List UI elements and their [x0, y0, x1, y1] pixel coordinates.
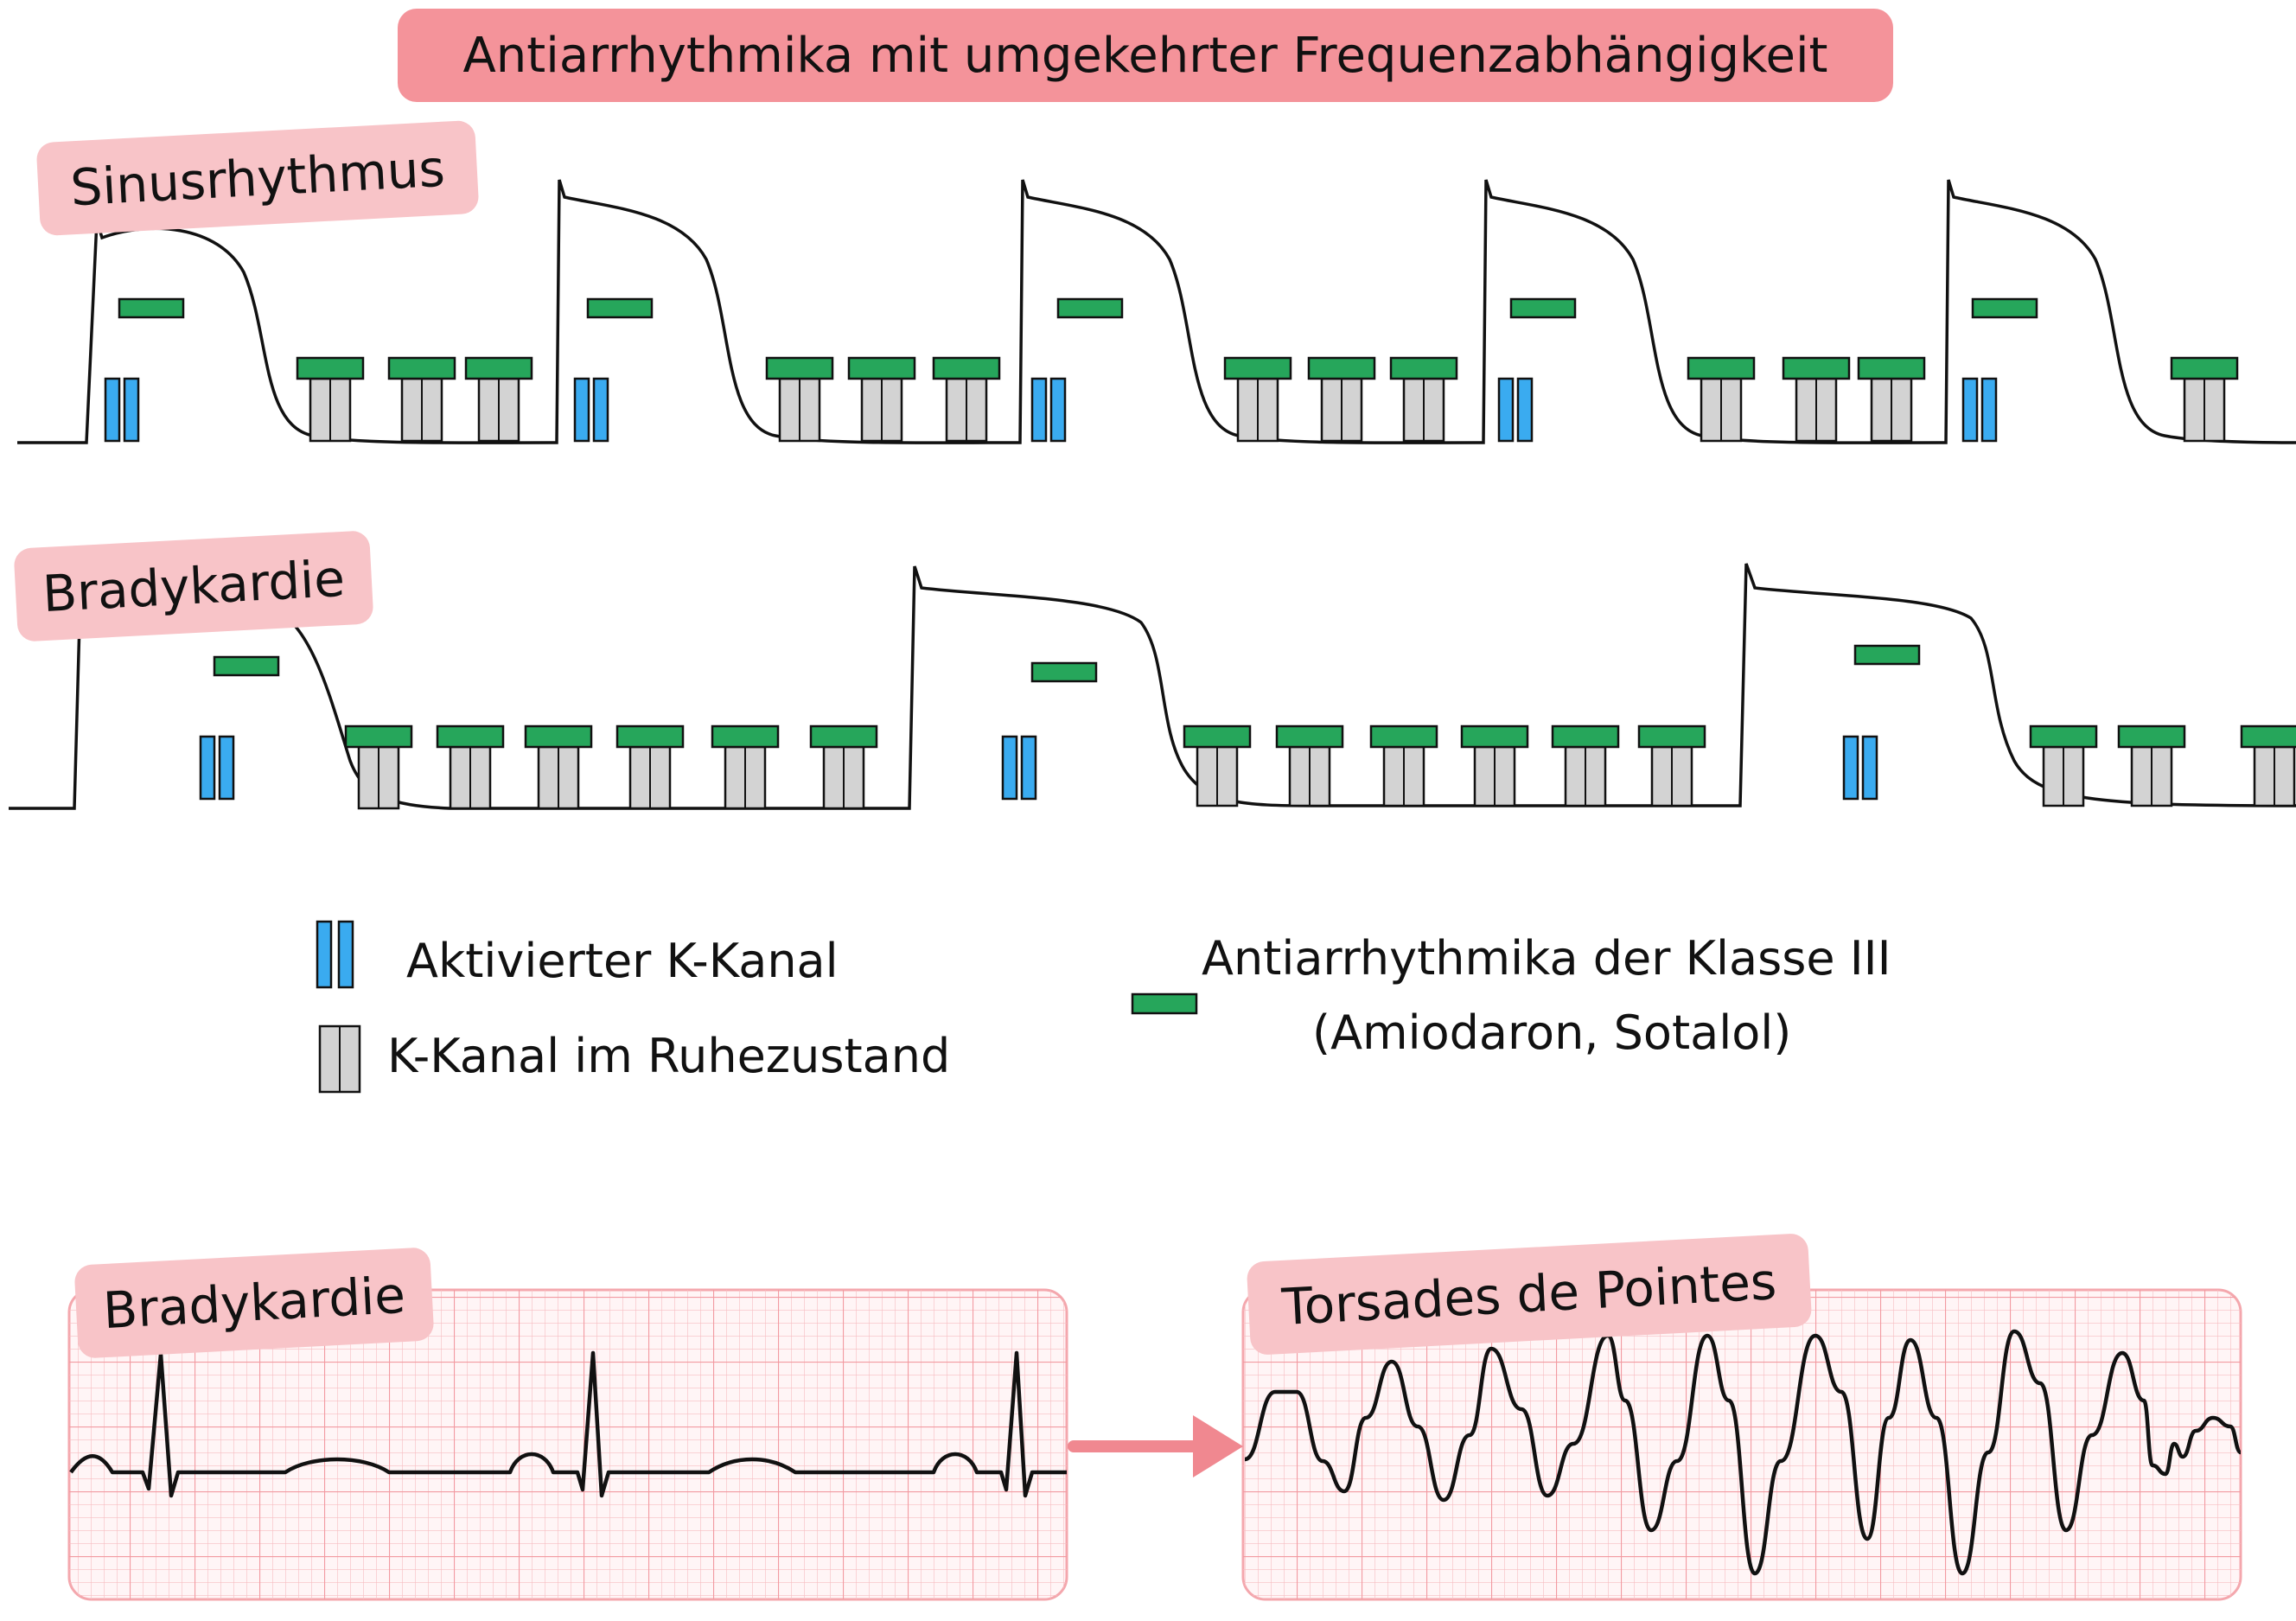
legend-drug-icon [1131, 992, 1198, 1015]
drug-blocker [847, 356, 916, 380]
activated-channel-bar [1030, 377, 1048, 443]
drug-blocker [809, 724, 878, 749]
drug-blocker [2117, 724, 2186, 749]
drug-blocker [1183, 724, 1252, 749]
activated-channel-bar [592, 377, 609, 443]
activated-channel-bar [573, 377, 590, 443]
activated-channel-bar [1497, 377, 1515, 443]
drug-blocker [2240, 724, 2296, 749]
drug-blocker [524, 724, 593, 749]
activated-channel-bar [1842, 735, 1859, 801]
drug-blocker [1857, 356, 1926, 380]
drug-blocker [118, 297, 185, 319]
label-bradykardie: Bradykardie [13, 530, 374, 642]
ecg-torsades-trace [1244, 1329, 2242, 1576]
legend-activated-channel-icon [337, 920, 354, 989]
drug-blocker [1307, 356, 1376, 380]
activated-channel-bar [1861, 735, 1878, 801]
drug-blocker [932, 356, 1001, 380]
drug-blocker [586, 297, 654, 319]
ecg-grid-bradykardie [69, 1290, 1067, 1599]
activated-channel-bar [199, 735, 216, 801]
ecg-bradykardie-trace [69, 1350, 1067, 1498]
drug-blocker [1509, 297, 1577, 319]
drug-blocker [344, 724, 413, 749]
drug-blocker [1687, 356, 1756, 380]
drug-blocker [296, 356, 365, 380]
drug-blocker [1460, 724, 1529, 749]
sinus-action-potentials [17, 179, 2296, 444]
activated-channel-bar [104, 377, 121, 443]
activated-channel-bar [218, 735, 235, 801]
drug-blocker [615, 724, 685, 749]
action-potential-curve [9, 563, 2296, 810]
drug-blocker [1782, 356, 1851, 380]
drug-blocker [1551, 724, 1620, 749]
drug-blocker [1223, 356, 1292, 380]
activated-channel-bar [1516, 377, 1534, 443]
legend-activated-channel-icon [316, 920, 333, 989]
drug-blocker [213, 655, 280, 677]
ecg-grid-torsades [1243, 1290, 2241, 1599]
activated-channel-bar [1049, 377, 1067, 443]
brady-action-potentials [9, 563, 2296, 810]
drug-blocker [2170, 356, 2239, 380]
activated-channel-bar [1961, 377, 1979, 443]
activated-channel-bar [1001, 735, 1018, 801]
drug-blocker [1389, 356, 1458, 380]
drug-blocker [711, 724, 780, 749]
drug-blocker [1056, 297, 1124, 319]
drug-blocker [2029, 724, 2098, 749]
drug-blocker [1030, 661, 1098, 683]
ecg-traces [69, 1329, 2242, 1576]
arrow-head [1193, 1415, 1243, 1477]
activated-channel-bar [123, 377, 140, 443]
drug-blocker [1637, 724, 1706, 749]
legend-drug-label: Antiarrhythmika der Klasse III [1202, 931, 1891, 986]
drug-blocker [1971, 297, 2038, 319]
label-ecg-bradykardie: Bradykardie [73, 1247, 435, 1359]
legend-drug-examples: (Amiodaron, Sotalol) [1312, 1005, 1792, 1060]
action-potential-curve [17, 179, 2296, 444]
drug-blocker [1369, 724, 1438, 749]
drug-blocker [436, 724, 505, 749]
legend-activated-channel-label: Aktivierter K-Kanal [406, 934, 839, 988]
activated-channel-bar [1020, 735, 1037, 801]
drug-blocker [387, 356, 456, 380]
drug-blocker [765, 356, 834, 380]
drug-blocker [1853, 644, 1921, 666]
drug-blocker [1275, 724, 1344, 749]
activated-channel-bar [1980, 377, 1998, 443]
diagram-title: Antiarrhythmika mit umgekehrter Frequenz… [398, 9, 1893, 102]
drug-blocker [464, 356, 533, 380]
legend-resting-channel-label: K-Kanal im Ruhezustand [387, 1029, 951, 1083]
legend-symbols [316, 920, 1198, 1094]
